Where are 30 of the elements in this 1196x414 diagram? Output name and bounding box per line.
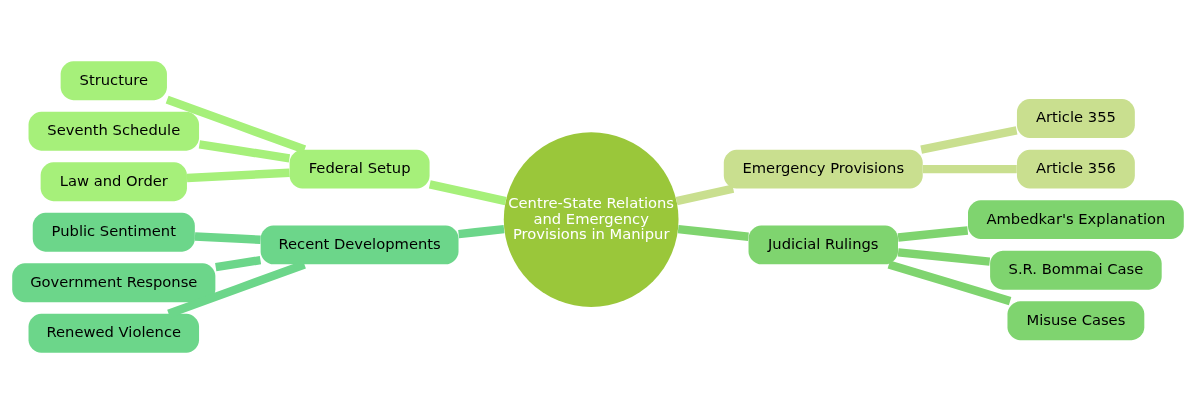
node-box: Structure bbox=[60, 61, 167, 101]
node-box: Government Response bbox=[12, 263, 216, 303]
node-box: S.R. Bommai Case bbox=[990, 250, 1162, 290]
connector bbox=[675, 184, 735, 206]
node-box: Recent Developments bbox=[260, 225, 459, 265]
connector bbox=[897, 226, 969, 242]
connector bbox=[186, 168, 290, 183]
node-box: Article 355 bbox=[1016, 99, 1135, 139]
connector bbox=[677, 224, 749, 241]
node-box: Judicial Rulings bbox=[748, 225, 898, 265]
node-box: Renewed Violence bbox=[28, 313, 200, 353]
connector bbox=[428, 180, 507, 206]
connector bbox=[887, 260, 1012, 306]
node-box: Federal Setup bbox=[289, 149, 430, 189]
node-box: Seventh Schedule bbox=[28, 111, 200, 151]
connector bbox=[215, 256, 262, 272]
node-box: Law and Order bbox=[40, 162, 187, 202]
connector bbox=[165, 95, 307, 154]
connector bbox=[458, 224, 505, 239]
node-box: Public Sentiment bbox=[32, 212, 195, 252]
node-circle: Centre-State Relations and Emergency Provisions in Manipur bbox=[503, 132, 679, 307]
connector bbox=[897, 248, 991, 266]
connector bbox=[194, 232, 261, 244]
node-box: Misuse Cases bbox=[1007, 301, 1145, 341]
node-box: Emergency Provisions bbox=[723, 149, 923, 189]
node-box: Ambedkar's Explanation bbox=[968, 200, 1184, 240]
connector bbox=[920, 126, 1018, 154]
connector bbox=[922, 164, 1017, 174]
node-box: Article 356 bbox=[1016, 149, 1135, 189]
connector bbox=[198, 140, 291, 163]
